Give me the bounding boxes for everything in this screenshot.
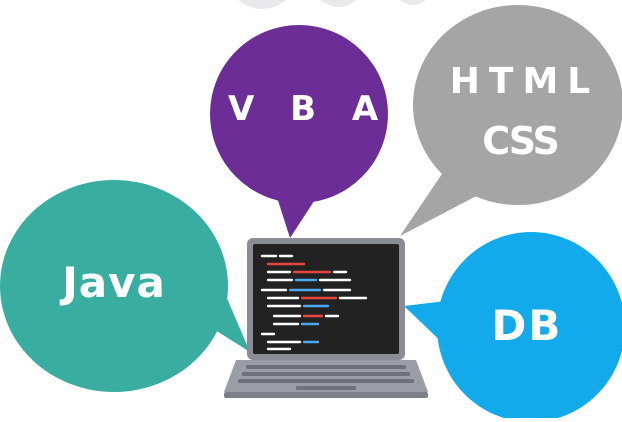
vba-bubble	[210, 25, 388, 238]
html-css-bubble	[400, 5, 622, 236]
vba-label: V B A	[228, 89, 391, 129]
html-label: HTML	[449, 61, 600, 102]
java-bubble	[0, 180, 250, 392]
db-bubble	[404, 232, 622, 422]
db-label: DB	[491, 301, 563, 350]
code-lines	[260, 254, 368, 351]
css-label: CSS	[482, 119, 560, 163]
cropped-top-shapes	[238, 0, 426, 9]
java-label: Java	[62, 258, 166, 307]
laptop-icon	[224, 238, 428, 398]
keyboard-keys	[238, 365, 414, 390]
